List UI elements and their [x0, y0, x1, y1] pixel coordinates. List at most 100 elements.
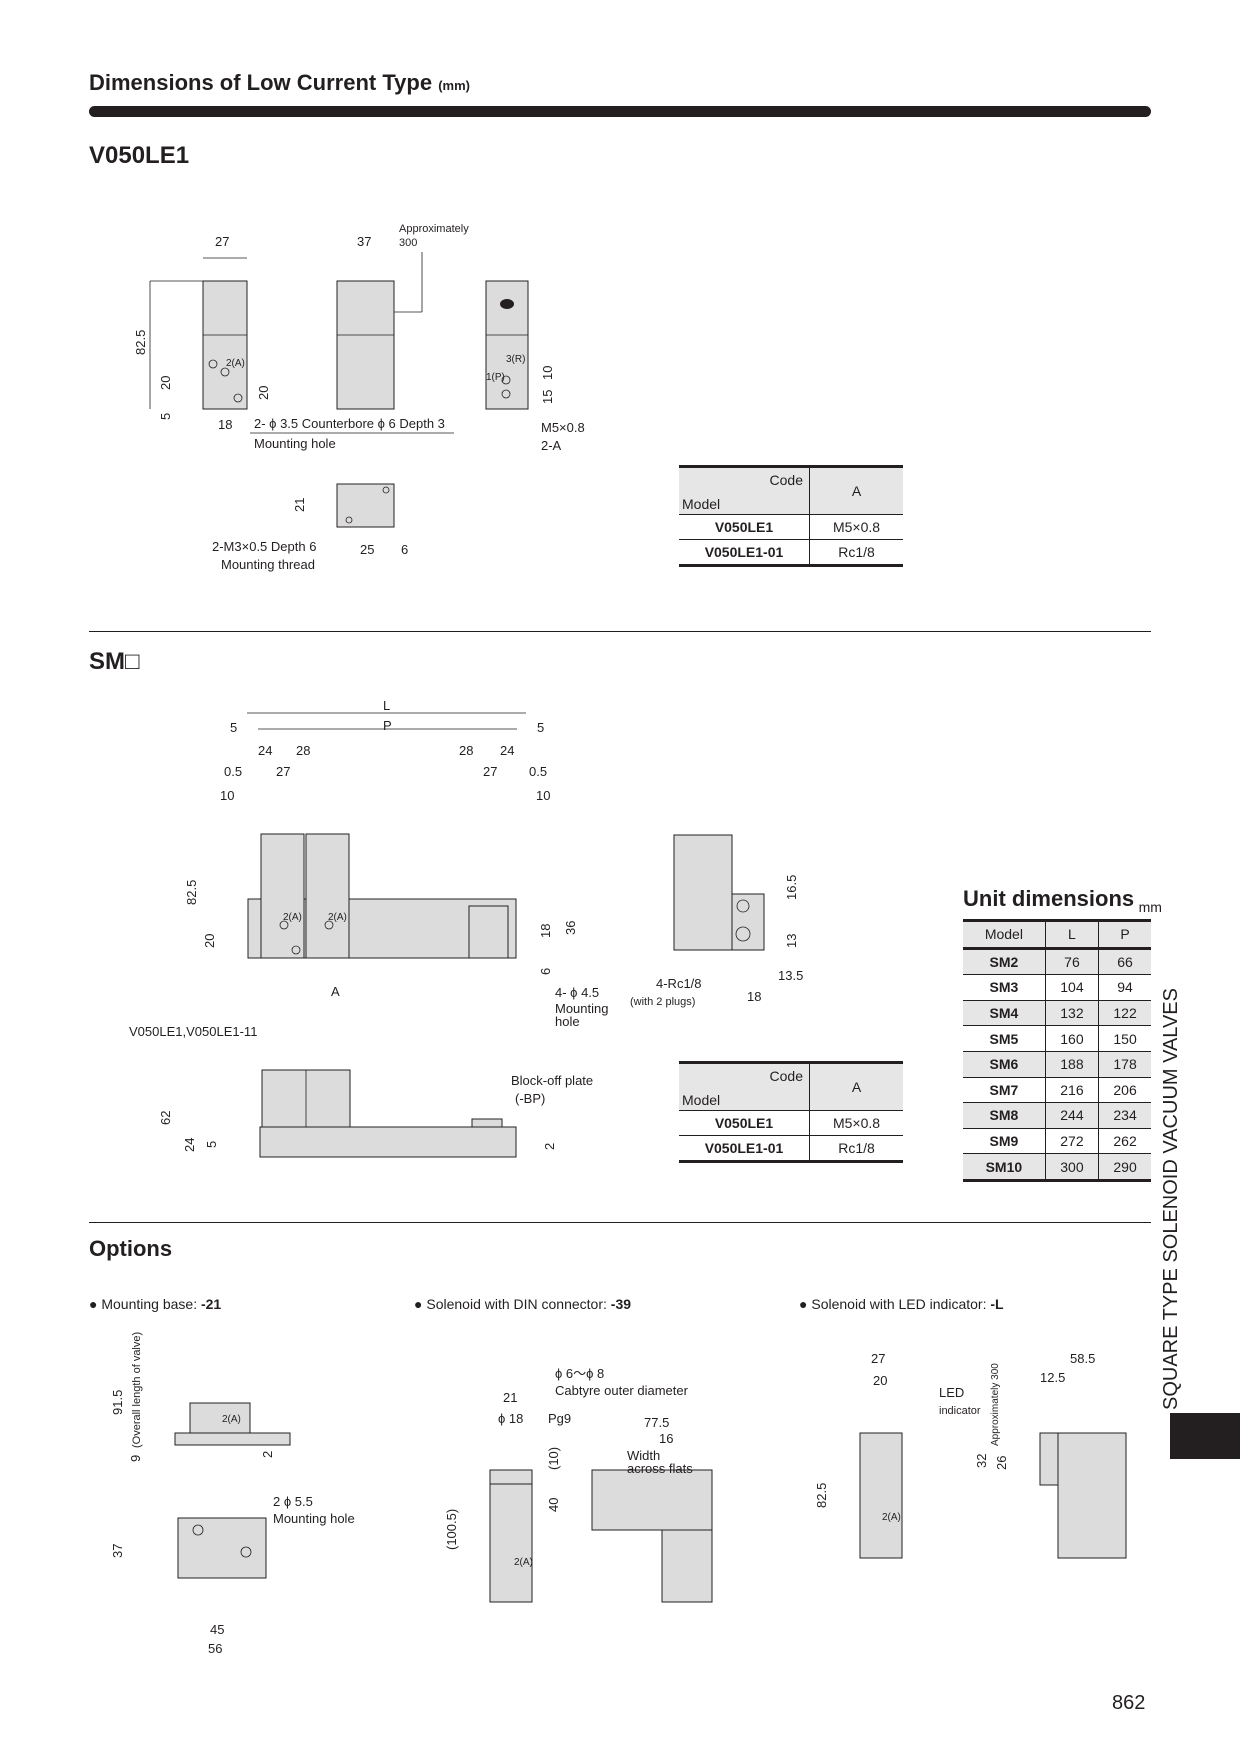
callout: M5×0.8 [541, 420, 585, 435]
dim-label: (Overall length of valve) [131, 1332, 143, 1448]
unit-dimensions-title: Unit dimensions mm [963, 886, 1162, 915]
dim-label: 18 [747, 989, 761, 1004]
sm-bottom-view: V050LE1,V050LE1-11 Block-off plate (-BP)… [129, 1024, 593, 1158]
divider [89, 631, 1151, 632]
section-heading-sm: SM□ [89, 648, 140, 675]
callout: hole [555, 1014, 580, 1029]
callout: A [331, 984, 340, 999]
table-cell: 262 [1098, 1128, 1151, 1155]
dim-label: 2 [542, 1143, 557, 1150]
section-tab [1170, 1413, 1240, 1459]
callout: 2 ϕ 5.5 [273, 1494, 313, 1509]
divider [89, 1222, 1151, 1223]
dim-label: 16 [659, 1431, 673, 1446]
dim-label: P [383, 718, 392, 733]
dim-label: 20 [873, 1373, 887, 1388]
section-heading-v050le1: V050LE1 [89, 142, 190, 169]
callout: (-BP) [515, 1091, 545, 1106]
port-label: 2(A) [328, 912, 347, 923]
table-cell: 244 [1045, 1102, 1100, 1129]
callout: Mounting hole [254, 436, 336, 451]
callout: across flats [627, 1461, 693, 1476]
sm-side-view: 16.5 13 13.5 18 4-Rc1/8 (with 2 plugs) [630, 834, 803, 1008]
callout: Mounting hole [273, 1511, 355, 1526]
dim-label: 25 [360, 542, 374, 557]
callout: Mounting thread [221, 557, 315, 572]
dim-label: 40 [546, 1498, 561, 1512]
table-cell: SM3 [963, 974, 1046, 1001]
dim-label: 0.5 [529, 764, 547, 779]
dim-label: ϕ 18 [498, 1411, 523, 1426]
callout: 2-A [541, 438, 562, 453]
v050-front-view: 27 82.5 20 5 20 2(A) 18 2- ϕ 3.5 Counter… [133, 234, 454, 451]
option-led-drawing: 27 20 LED indicator Approximately 300 58… [814, 1351, 1127, 1559]
dim-label: 12.5 [1040, 1370, 1065, 1385]
dim-label: 18 [218, 417, 232, 432]
dim-label: 0.5 [224, 764, 242, 779]
table-cell: 94 [1098, 974, 1151, 1001]
dim-label: 5 [158, 413, 173, 420]
v050-end-view: 3(R) 1(P) 15 10 M5×0.8 2-A [485, 280, 585, 453]
port-label: 2(A) [514, 1557, 533, 1568]
dim-label: 56 [208, 1641, 222, 1656]
v050-side-view: 37 Approximately 300 [336, 223, 469, 410]
dim-label: 13.5 [778, 968, 803, 983]
table-cell: 234 [1098, 1102, 1151, 1129]
dim-label: 13 [784, 934, 799, 948]
callout: Mounting [555, 1001, 608, 1016]
dim-label: 5 [204, 1141, 219, 1148]
table-cell: 216 [1045, 1077, 1100, 1104]
dim-label: 10 [536, 788, 550, 803]
callout: Width [627, 1448, 660, 1463]
dim-label: 82.5 [814, 1483, 829, 1508]
table-cell: SM5 [963, 1025, 1046, 1052]
dim-label: 27 [483, 764, 497, 779]
table-cell: 66 [1098, 948, 1151, 976]
table-cell: 160 [1045, 1025, 1100, 1052]
dim-label: 82.5 [184, 880, 199, 905]
dim-label: 27 [871, 1351, 885, 1366]
callout: 2-M3×0.5 Depth 6 [212, 539, 316, 554]
callout: 4- ϕ 4.5 [555, 985, 599, 1000]
dim-label: 21 [292, 498, 307, 512]
table-cell: SM9 [963, 1128, 1046, 1155]
callout: Pg9 [548, 1411, 571, 1426]
dim-label: 45 [210, 1622, 224, 1637]
option-led-indicator: ● Solenoid with LED indicator: -L [799, 1296, 1004, 1312]
dim-label: 58.5 [1070, 1351, 1095, 1366]
table-cell: 188 [1045, 1051, 1100, 1078]
dim-label: L [383, 698, 390, 713]
dim-label: 20 [256, 386, 271, 400]
callout: indicator [939, 1405, 981, 1417]
port-label: 2(A) [222, 1414, 241, 1425]
dim-label: 300 [399, 237, 417, 249]
dim-label: Approximately [399, 223, 469, 235]
dim-label: 28 [459, 743, 473, 758]
dim-label: 6 [538, 968, 553, 975]
dim-label: 24 [182, 1138, 197, 1152]
port-label: 2(A) [226, 358, 245, 369]
dim-label: 20 [158, 376, 173, 390]
dim-label: 28 [296, 743, 310, 758]
option-mounting-base-drawing: 91.5 (Overall length of valve) 9 2 2(A) … [110, 1332, 355, 1656]
table-cell: SM8 [963, 1102, 1046, 1129]
option-din-connector: ● Solenoid with DIN connector: -39 [414, 1296, 632, 1312]
table-cell: 178 [1098, 1051, 1151, 1078]
side-section-label: SQUARE TYPE SOLENOID VACUUM VALVES [1160, 988, 1182, 1410]
table-cell: SM6 [963, 1051, 1046, 1078]
port-label: 2(A) [283, 912, 302, 923]
option-mounting-base: ● Mounting base: -21 [89, 1296, 222, 1312]
dim-label: 15 [540, 390, 555, 404]
callout: ϕ 6～ϕ 8 [555, 1366, 604, 1381]
section-heading-options: Options [89, 1236, 173, 1261]
